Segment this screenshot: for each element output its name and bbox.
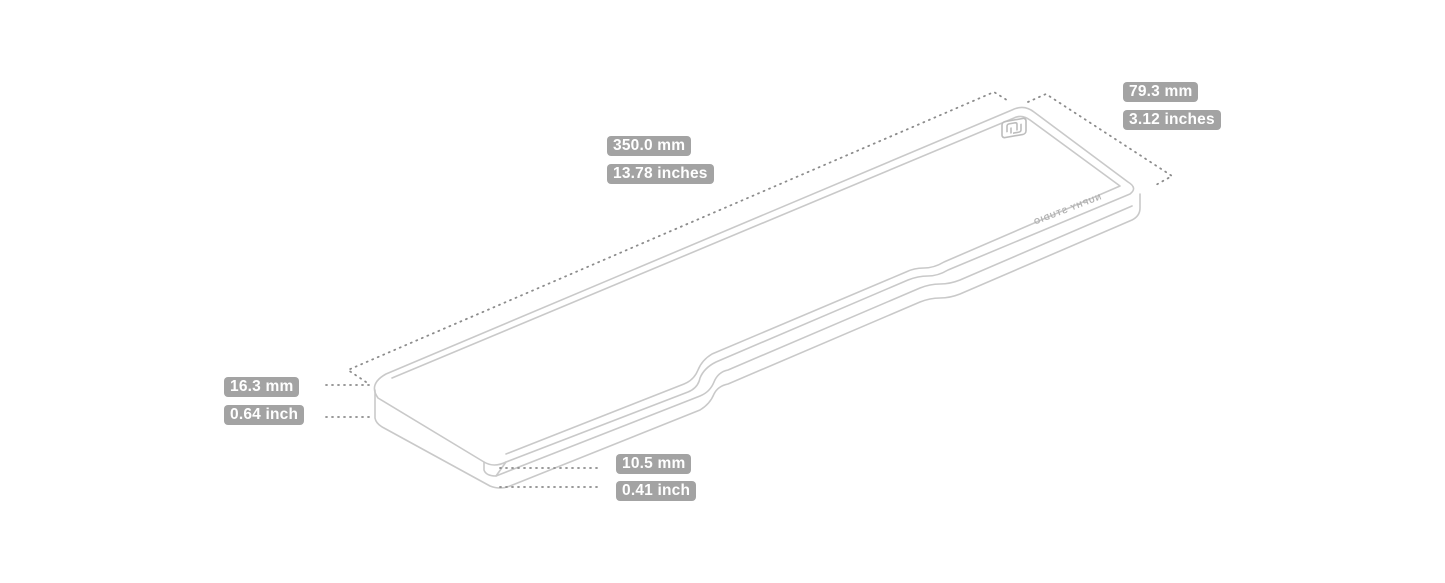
front-bottom-edge <box>509 193 1141 487</box>
length-mm-badge: 350.0 mm <box>607 136 692 156</box>
front-height-inch-badge: 0.41 inch <box>616 481 697 501</box>
back-height-inch-badge: 0.64 inch <box>224 405 305 425</box>
nuphy-logo-icon <box>1001 117 1027 139</box>
width-dimension-line <box>1027 92 1174 187</box>
left-end-side <box>374 389 511 489</box>
top-face-bevel <box>391 115 1121 455</box>
length-dimension-line <box>346 90 1011 383</box>
front-top-edge <box>483 205 1133 477</box>
back-height-mm-badge: 16.3 mm <box>224 377 300 397</box>
front-lip <box>495 461 507 477</box>
width-inches-badge: 3.12 inches <box>1123 110 1221 130</box>
top-face-outline <box>373 106 1135 466</box>
width-mm-badge: 79.3 mm <box>1123 82 1199 102</box>
front-height-mm-badge: 10.5 mm <box>616 454 692 474</box>
length-inches-badge: 13.78 inches <box>607 164 714 184</box>
